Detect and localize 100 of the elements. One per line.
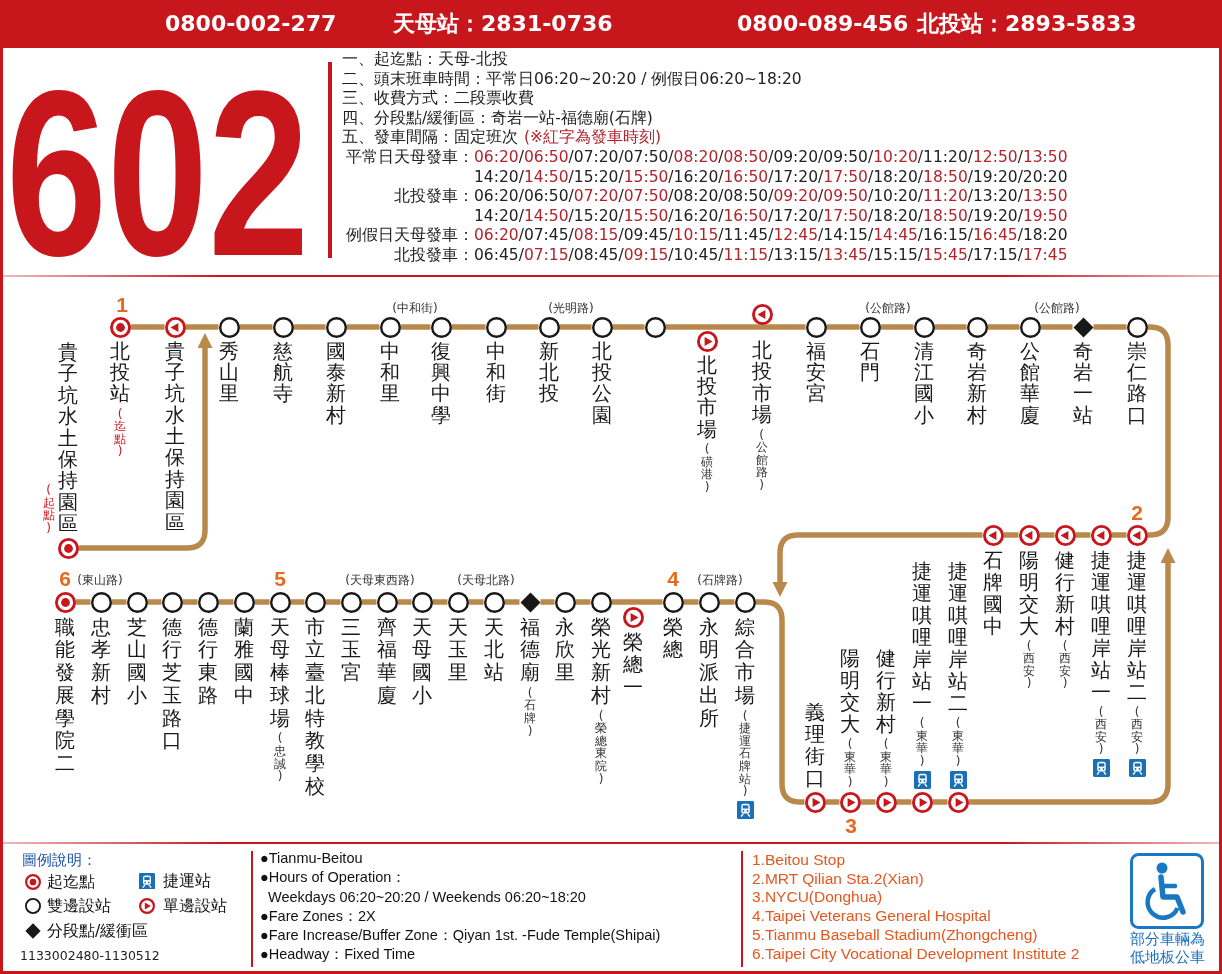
route-line [75,599,91,605]
legend-label: 分段點/緩衝區 [47,921,149,941]
landmark-list-item: 1.Beitou Stop [752,851,846,869]
route-info: 四、分段點/緩衝區：奇岩一站-福德廟(石牌) [342,108,653,128]
stop-name: 芝山國小 [127,615,147,707]
route-line [293,324,326,330]
route-arrow [968,548,1176,805]
route-line [860,799,876,805]
route-info: 二、頭末班車時間：平常日06:20~20:20 / 例假日06:20~18:20 [342,69,802,89]
stop-note: (西安) [1131,705,1143,756]
stop-name: 新北投 [539,340,559,405]
landmark-list-item: 3.NYCU(Donghua) [752,888,883,906]
stop-name: 忠孝新村 [91,615,111,707]
stop-note: (公館路) [755,428,768,492]
route-line [111,599,127,605]
route-line [559,324,592,330]
stop-name: 福德廟 [520,615,540,684]
stop-name: 義理街口 [805,700,825,789]
route-info: 三、收費方式：二段票收費 [342,89,534,109]
callout-number: 2 [1131,503,1143,523]
route-line [575,599,591,605]
stop-name: 石門 [860,340,880,384]
route-info: 一、起迄點：天母-北投 [342,50,508,70]
stop-name: 北投市場 [697,354,717,441]
route-line [325,599,341,605]
stop-name: 榮總一 [623,630,643,699]
stop-name: 石牌國中 [983,548,1003,637]
stop-name: 永欣里 [555,615,575,684]
stop-name: 福安宮 [806,340,826,405]
stop-name: 中和里 [380,340,400,405]
route-line [182,599,198,605]
route-line [683,599,699,605]
stop-name: 貴子坑水土保持園區 [165,340,185,533]
route-line [400,324,431,330]
road-name: (石牌路) [697,573,743,587]
route-arrow [78,333,213,551]
stop-name: 捷運唭哩岸站一 [1091,548,1111,703]
stop-name: 貴子坑水土保持園區 [58,342,78,535]
route-line [468,599,484,605]
stop-note: (東華) [952,717,964,768]
route-line [880,324,914,330]
route-info-english: ●Tianmu-Beitou [260,849,363,867]
stop-name: 國泰新村 [326,340,346,427]
stop-name: 榮總 [663,615,683,662]
departure-times: 06:20/06:50/07:20/07:50/08:20/08:50/09:20/09:50/10:20/11:20/13:20/13:50 [474,187,1068,207]
stop-name: 天玉里 [448,615,468,684]
departure-times: 14:20/14:50/15:20/15:50/16:20/16:50/17:20/17:50/18:20/18:50/19:20/20:20 [474,167,1068,188]
stop-name: 健行新村 [1055,548,1075,637]
route-info-english: ●Hours of Operation： [260,868,407,886]
stop-note: (東華) [844,738,856,789]
landmark-list-item: 5.Tianmu Baseball Stadium(Zhongcheng) [752,926,1038,944]
route-number: 602 [6,79,310,268]
stop-name: 市立臺北特教學校 [305,615,325,798]
stop-name: 中和街 [486,340,506,405]
legend-label: 單邊設站 [163,896,227,916]
road-name: (公館路) [865,301,911,315]
stop-name: 健行新村 [876,647,896,736]
route-line [1111,532,1127,538]
route-line [612,324,645,330]
route-line [361,599,377,605]
route-line [755,599,805,805]
stop-note: (榮總東院) [595,709,607,786]
phone-number: 0800-002-277 [165,11,337,37]
stop-name: 捷運唭哩岸站二 [948,560,968,715]
callout-number: 4 [667,569,679,589]
document-code: 1133002480-1130512 [20,948,160,964]
schedule-label: 例假日天母發車： [346,226,474,246]
route-line [1039,532,1055,538]
departure-times: 14:20/14:50/15:20/15:50/16:20/16:50/17:20/17:50/18:20/18:50/19:20/19:50 [474,206,1068,227]
route-line [451,324,486,330]
route-line [896,799,912,805]
stop-note: (磺港) [701,443,713,494]
phone-number: 北投站：2893-5833 [917,11,1137,37]
callout-number: 3 [845,816,857,836]
road-name: (天母東西路) [345,573,415,587]
stop-note: (捷運石牌站) [739,709,751,798]
stop-name: 天母棒球場 [270,615,290,730]
accessibility-note: 部分車輛為低地板公車 [1129,930,1205,966]
route-info: (※紅字為發車時刻) [524,128,662,148]
route-line [1075,532,1091,538]
legend-label: 捷運站 [163,871,211,891]
landmark-list-item: 6.Taipei City Vocational Development Institute 2 [752,945,1080,963]
route-line [290,599,305,605]
stop-name: 捷運唭哩岸站二 [1127,548,1147,703]
stop-name: 奇岩新村 [967,340,987,427]
route-line [218,599,234,605]
stop-name: 榮光新村 [591,615,611,707]
road-name: (公館路) [1034,301,1080,315]
route-info-english: Weekdays 06:20~20:20 / Weekends 06:20~18:20 [268,888,586,906]
stop-name: 陽明交大 [840,647,860,736]
stop-name: 北投站 [110,340,130,405]
stop-name: 天母國小 [412,615,432,707]
stop-name: 三玉宮 [341,615,361,684]
stop-name: 齊福華廈 [377,615,397,707]
stop-name: 永明派出所 [699,615,719,730]
route-line [540,599,555,605]
route-line [932,799,948,805]
stop-name: 德行芝玉路口 [162,615,182,753]
legend-label: 雙邊設站 [47,896,111,916]
route-line [239,324,273,330]
